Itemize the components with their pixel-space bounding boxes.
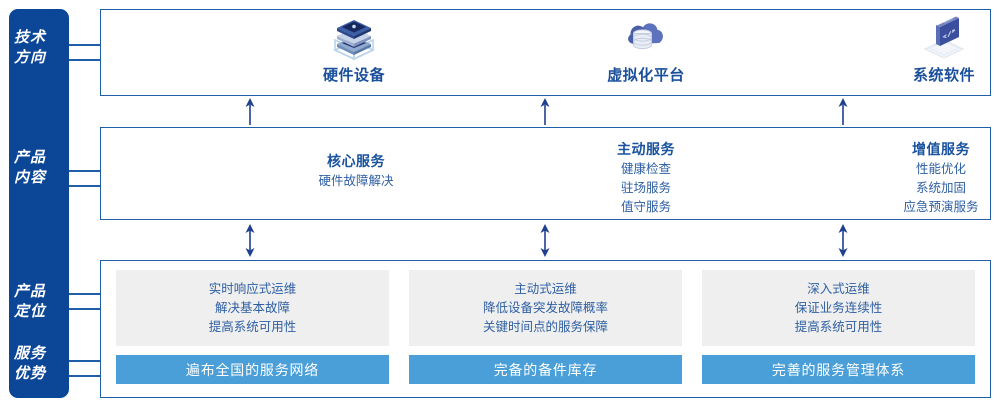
position-line: 深入式运维 — [807, 281, 870, 296]
position-line: 提高系统可用性 — [208, 319, 297, 334]
sidebar-label-line2: 定位 — [13, 303, 46, 320]
server-stack-icon — [323, 14, 385, 62]
position-line: 保证业务连续性 — [794, 300, 883, 315]
cloud-database-icon — [615, 14, 677, 62]
sidebar-label-line2: 优势 — [13, 365, 46, 382]
arrow-up-software — [836, 98, 850, 125]
position-line: 解决基本故障 — [214, 300, 290, 315]
connector-position-2 — [69, 308, 101, 310]
connector-tech-2 — [69, 59, 101, 61]
sidebar-label-tech-direction: 技术 方向 — [0, 28, 60, 68]
product-content-panel: 核心服务 硬件故障解决 主动服务 健康检查 驻场服务 值守服务 增值服务 性能优… — [100, 127, 991, 220]
advantage-bar[interactable]: 遍布全国的服务网络 — [116, 355, 389, 384]
content-item: 健康检查 — [620, 162, 671, 176]
bottom-column-indepth[interactable]: 深入式运维 保证业务连续性 提高系统可用性 完善的服务管理体系 — [702, 270, 975, 384]
content-column-active-service[interactable]: 主动服务 健康检查 驻场服务 值守服务 — [516, 138, 776, 217]
content-item: 硬件故障解决 — [318, 174, 394, 188]
position-line: 主动式运维 — [514, 281, 577, 296]
sidebar-label-service-advantage: 服务 优势 — [0, 344, 60, 384]
sidebar-label-line2: 方向 — [13, 49, 46, 66]
content-item: 应急预演服务 — [903, 200, 979, 214]
position-line: 关键时间点的服务保障 — [482, 319, 608, 334]
content-item: 系统加固 — [915, 181, 966, 195]
advantage-bar[interactable]: 完备的备件库存 — [409, 355, 682, 384]
advantage-bar[interactable]: 完善的服务管理体系 — [702, 355, 975, 384]
arrow-double-virtualization — [538, 224, 552, 257]
content-item: 驻场服务 — [620, 181, 671, 195]
sidebar-label-line2: 内容 — [13, 169, 46, 186]
position-line: 降低设备突发故障概率 — [482, 300, 608, 315]
connector-content-1 — [69, 170, 101, 172]
arrow-double-software — [836, 224, 850, 257]
content-heading: 主动服务 — [617, 141, 675, 157]
arrow-double-hardware — [243, 224, 257, 257]
product-position-advantage-panel: 实时响应式运维 解决基本故障 提高系统可用性 遍布全国的服务网络 主动式运维 降… — [100, 260, 991, 398]
bottom-column-realtime[interactable]: 实时响应式运维 解决基本故障 提高系统可用性 遍布全国的服务网络 — [116, 270, 389, 384]
sidebar — [9, 9, 69, 398]
position-line: 实时响应式运维 — [208, 281, 297, 296]
content-column-value-added-service[interactable]: 增值服务 性能优化 系统加固 应急预演服务 — [811, 138, 1000, 217]
tech-title: 系统软件 — [912, 67, 975, 84]
arrow-up-hardware — [243, 98, 257, 125]
tech-title: 硬件设备 — [322, 67, 385, 84]
position-card: 实时响应式运维 解决基本故障 提高系统可用性 — [116, 270, 389, 346]
arrow-up-virtualization — [538, 98, 552, 125]
content-item: 性能优化 — [915, 162, 966, 176]
connector-advantage-2 — [69, 375, 101, 377]
tech-direction-panel: 硬件设备 虚拟化平台 — [100, 9, 991, 96]
sidebar-label-product-position: 产品 定位 — [0, 282, 60, 322]
sidebar-label-line1: 产品 — [13, 149, 46, 166]
tech-column-software[interactable]: 系统软件 — [854, 14, 1000, 93]
connector-advantage-1 — [69, 360, 101, 362]
connector-tech-1 — [69, 44, 101, 46]
tech-title: 虚拟化平台 — [607, 67, 685, 84]
connector-content-2 — [69, 185, 101, 187]
content-column-core-service[interactable]: 核心服务 硬件故障解决 — [226, 150, 486, 191]
sidebar-label-product-content: 产品 内容 — [0, 148, 60, 188]
bottom-column-proactive[interactable]: 主动式运维 降低设备突发故障概率 关键时间点的服务保障 完备的备件库存 — [409, 270, 682, 384]
content-item: 值守服务 — [620, 200, 671, 214]
position-card: 主动式运维 降低设备突发故障概率 关键时间点的服务保障 — [409, 270, 682, 346]
sidebar-label-line1: 服务 — [13, 345, 46, 362]
tech-column-hardware[interactable]: 硬件设备 — [264, 14, 444, 93]
sidebar-label-line1: 产品 — [13, 283, 46, 300]
connector-position-1 — [69, 293, 101, 295]
position-card: 深入式运维 保证业务连续性 提高系统可用性 — [702, 270, 975, 346]
tech-column-virtualization[interactable]: 虚拟化平台 — [556, 14, 736, 93]
content-heading: 核心服务 — [327, 153, 385, 169]
content-heading: 增值服务 — [912, 141, 970, 157]
position-line: 提高系统可用性 — [794, 319, 883, 334]
sidebar-label-line1: 技术 — [13, 29, 46, 46]
software-code-icon — [913, 14, 975, 62]
